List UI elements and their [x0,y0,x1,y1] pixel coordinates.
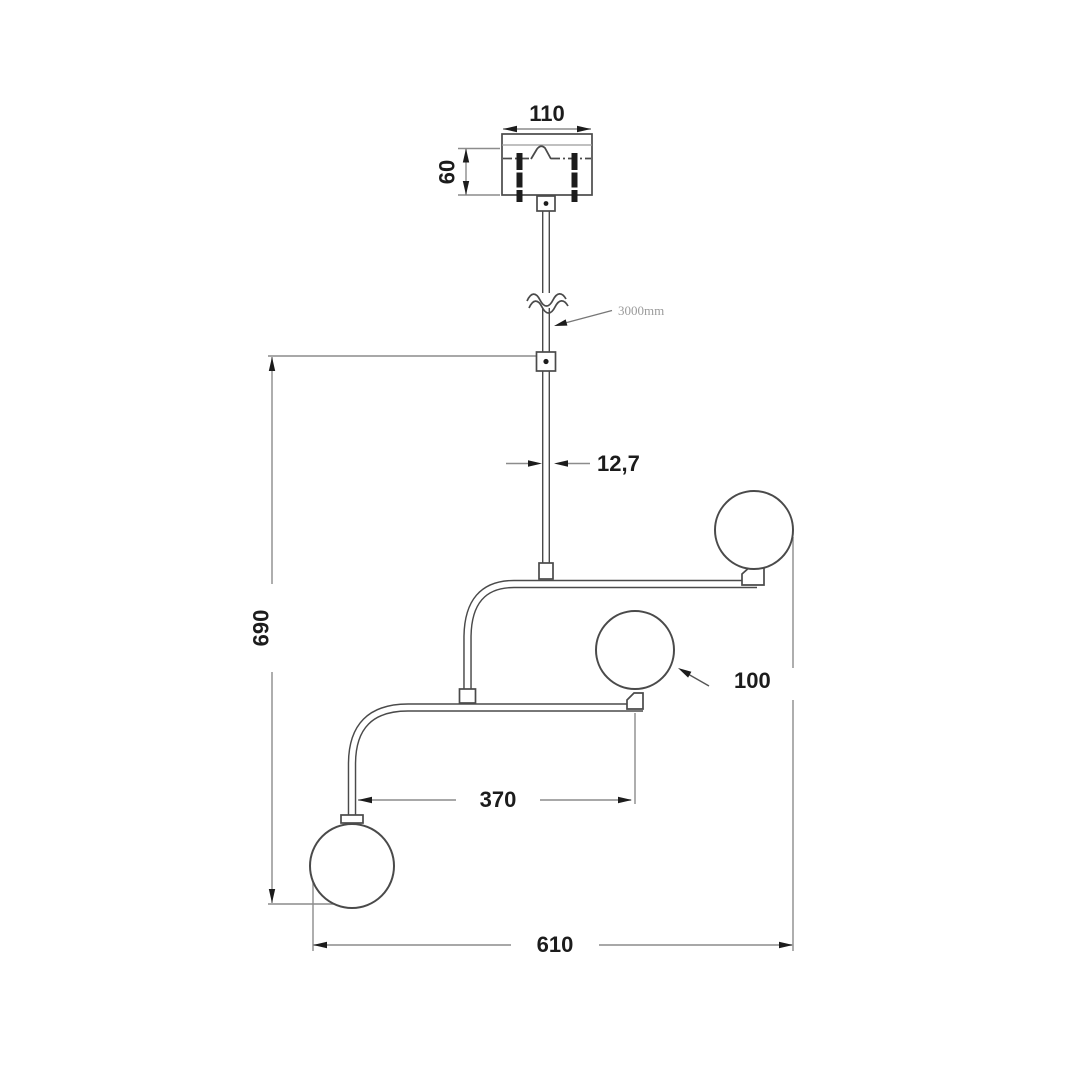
extension-lines [268,355,794,951]
dim-canopy-height-label: 60 [435,160,460,184]
lower-arm [347,703,643,818]
dim-globe-diameter: 100 [678,668,771,693]
globe-socket-bottom-left [340,814,364,824]
dim-canopy-width: 110 [503,101,591,133]
upper-arm [463,579,757,700]
rod-connector-upper [536,195,556,212]
globe-middle [595,610,675,690]
ceiling-canopy [501,133,593,202]
dim-overall-width-label: 610 [537,932,574,957]
dim-drop-height-label: 690 [249,610,274,647]
dim-rod-diameter-label: 12,7 [597,451,640,476]
arm-joint-collar [458,688,477,704]
rod-break-symbol [526,293,569,314]
canopy-centerline [503,145,591,160]
dim-arm-offset: 370 [358,787,632,812]
dim-canopy-height: 60 [435,147,500,196]
rod-connector-mid [535,351,557,372]
rod-bottom-collar [538,562,554,580]
globe-bottom-left [309,823,395,909]
dim-arm-offset-label: 370 [480,787,517,812]
note-cable-length-label: 3000mm [618,303,664,318]
dim-overall-width: 610 [313,932,793,957]
dim-canopy-width-label: 110 [529,101,565,126]
dim-rod-diameter: 12,7 [506,451,640,476]
globe-top-right [714,490,794,570]
lamp-structure [309,195,794,909]
globe-socket-middle [626,692,644,710]
dim-drop-height: 690 [249,357,276,903]
strain-relief-hump [530,145,552,160]
dim-globe-diameter-label: 100 [734,668,771,693]
note-cable-length: 3000mm [554,303,664,326]
